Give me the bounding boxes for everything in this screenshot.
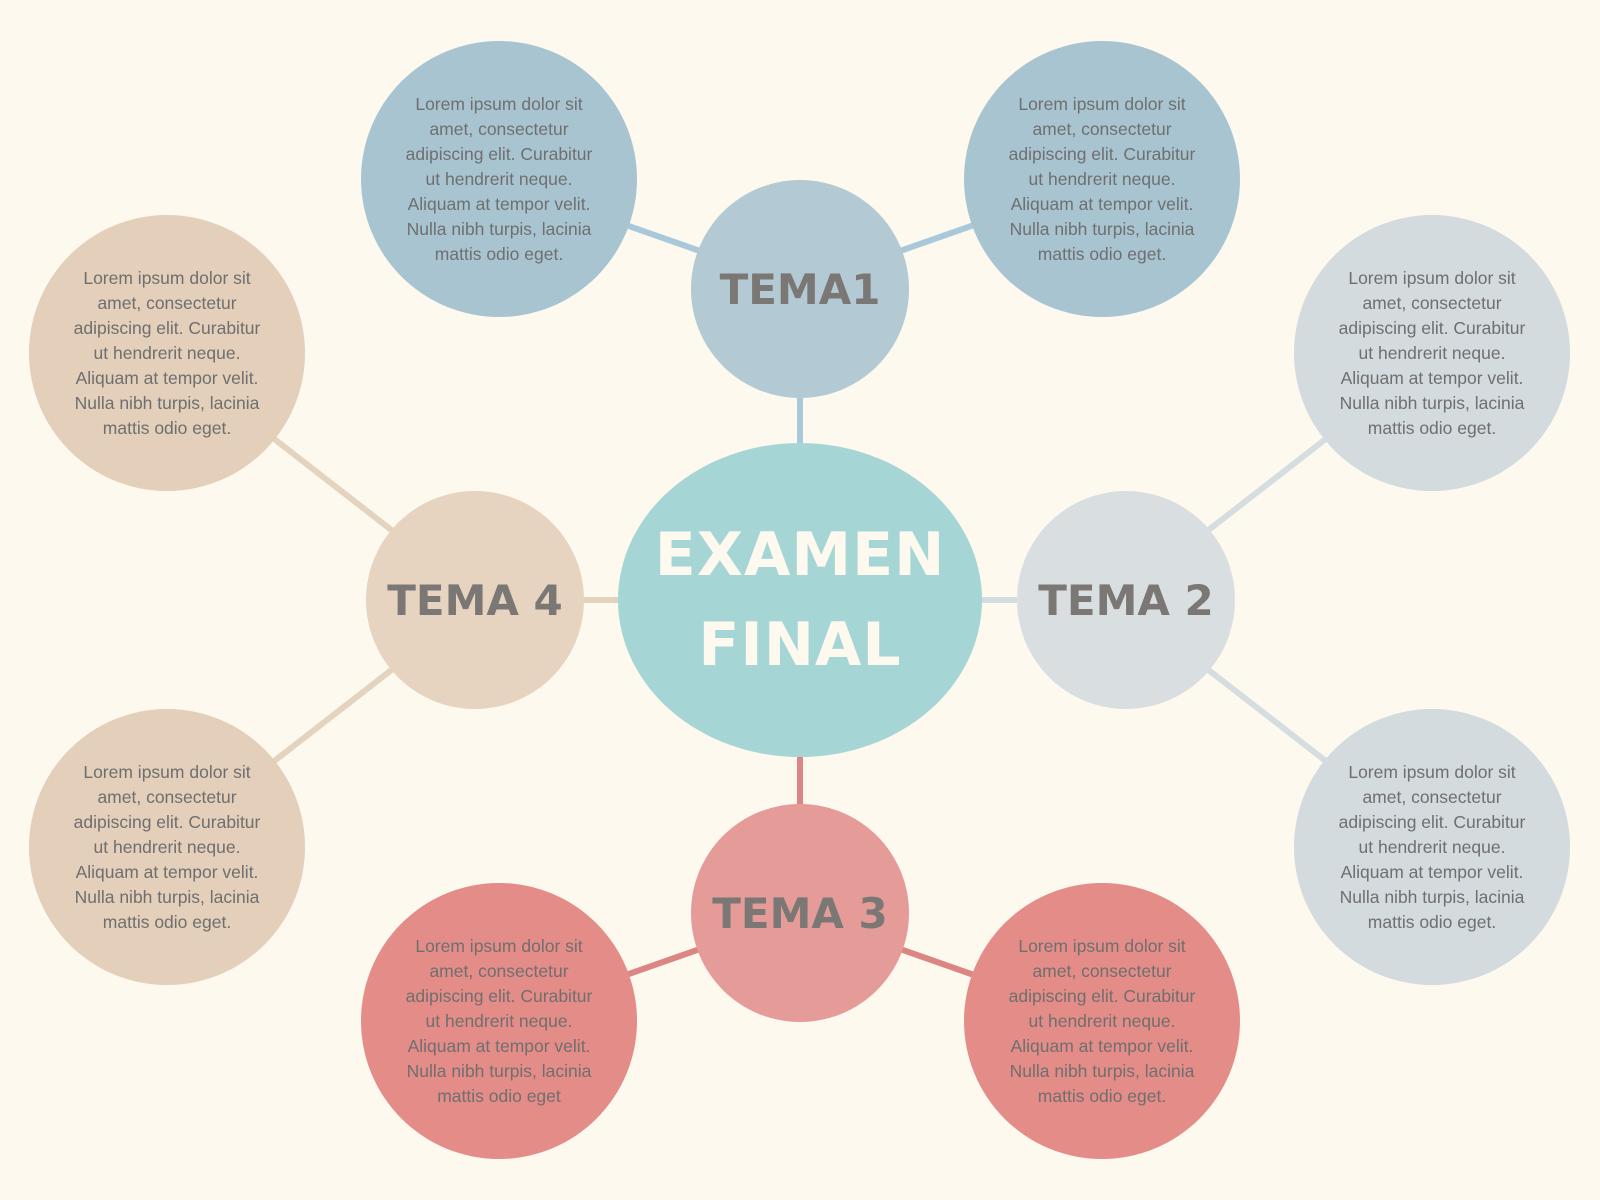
connector-tema2-top [1204,435,1329,535]
connector-tema2-bottom [1204,665,1329,765]
topic-node-tema2: TEMA 2 [1017,491,1235,709]
leaf-node-tema1-left: Lorem ipsum dolor sit amet, consectetur … [361,41,637,317]
central-node: EXAMEN FINAL [618,443,982,757]
topic-label-tema3: TEMA 3 [712,888,888,938]
connector-tema3-right [899,946,975,978]
topic-label-tema4: TEMA 4 [387,575,563,625]
leaf-text: Lorem ipsum dolor sit amet, consectetur … [405,93,593,264]
connector-tema1-left [625,222,701,254]
connector-tema4-bottom [271,665,396,765]
leaf-text: Lorem ipsum dolor sit amet, consectetur … [1008,935,1196,1106]
topic-node-tema1: TEMA1 [691,180,909,398]
leaf-text: Lorem ipsum dolor sit amet, consectetur … [1008,93,1196,264]
central-title-line1: EXAMEN [654,520,946,590]
leaf-node-tema3-right: Lorem ipsum dolor sit amet, consectetur … [964,883,1240,1159]
connector-tema3-left [625,946,701,978]
topic-label-tema2: TEMA 2 [1038,575,1214,625]
leaf-node-tema2-bottom: Lorem ipsum dolor sit amet, consectetur … [1294,709,1570,985]
leaf-text: Lorem ipsum dolor sit amet, consectetur … [1338,267,1526,438]
leaf-node-tema1-right: Lorem ipsum dolor sit amet, consectetur … [964,41,1240,317]
central-title-line2: FINAL [698,610,902,680]
topic-label-tema1: TEMA1 [719,264,881,314]
leaf-node-tema4-top: Lorem ipsum dolor sit amet, consectetur … [29,215,305,491]
connector-tema4-top [271,435,396,535]
leaf-node-tema2-top: Lorem ipsum dolor sit amet, consectetur … [1294,215,1570,491]
leaf-text: Lorem ipsum dolor sit amet, consectetur … [405,935,593,1106]
leaf-node-tema4-bottom: Lorem ipsum dolor sit amet, consectetur … [29,709,305,985]
central-title: EXAMEN FINAL [618,510,982,690]
leaf-node-tema3-left: Lorem ipsum dolor sit amet, consectetur … [361,883,637,1159]
leaf-text: Lorem ipsum dolor sit amet, consectetur … [1338,761,1526,932]
leaf-text: Lorem ipsum dolor sit amet, consectetur … [73,267,261,438]
topic-node-tema4: TEMA 4 [366,491,584,709]
connector-tema1-right [899,222,975,254]
topic-node-tema3: TEMA 3 [691,804,909,1022]
leaf-text: Lorem ipsum dolor sit amet, consectetur … [73,761,261,932]
